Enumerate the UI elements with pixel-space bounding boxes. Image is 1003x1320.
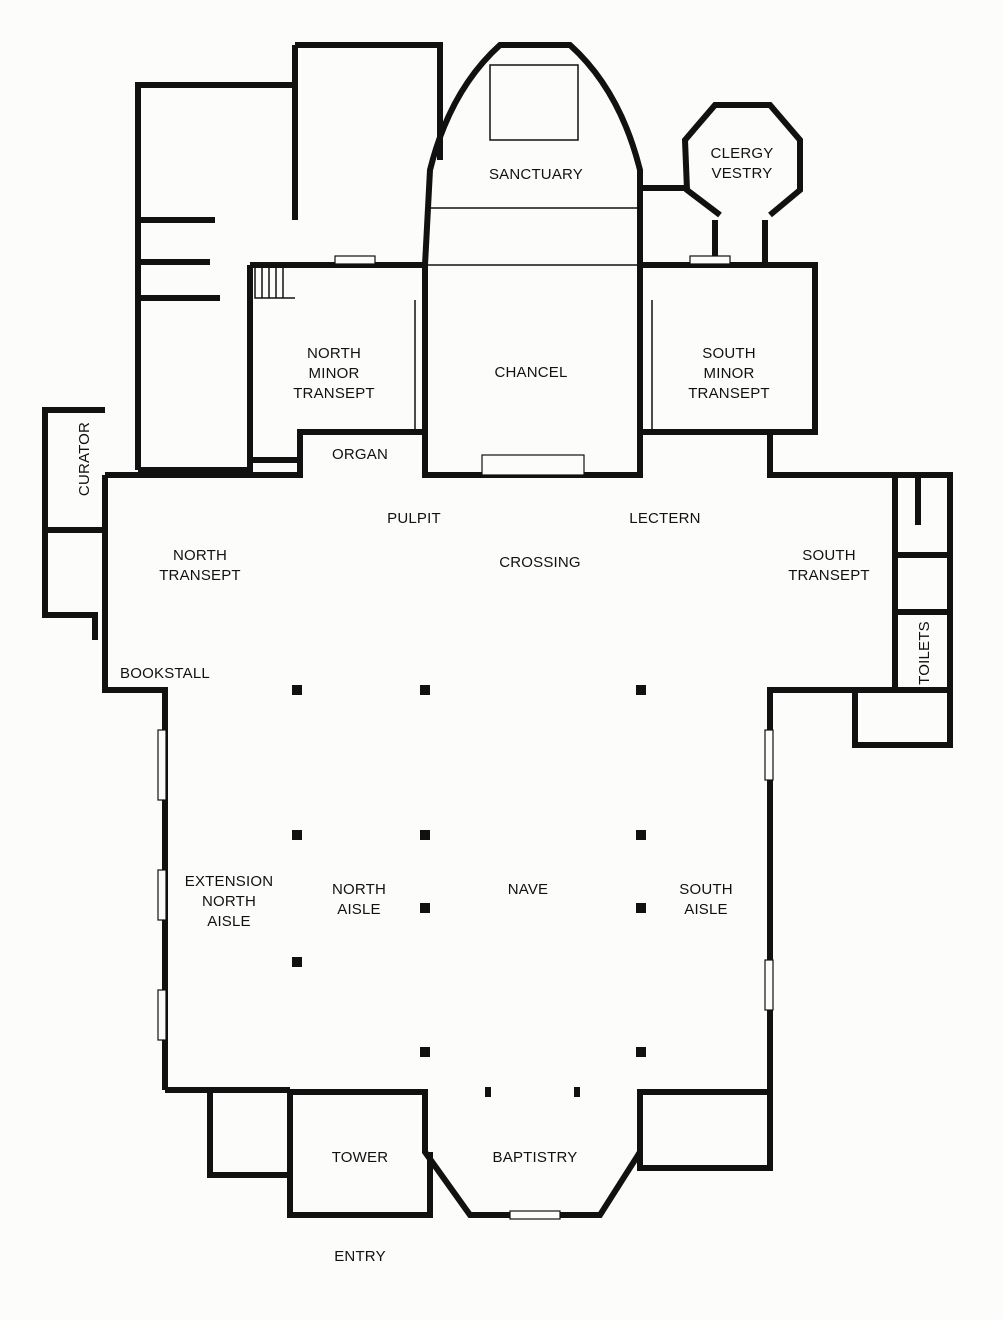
column — [292, 685, 302, 695]
label-sanctuary: SANCTUARY — [489, 166, 583, 183]
label-north-transept: NORTH — [173, 547, 227, 564]
column — [420, 830, 430, 840]
column — [636, 685, 646, 695]
south-porch — [637, 1092, 773, 1171]
label-extension-north-aisle: AISLE — [207, 913, 251, 930]
window — [764, 959, 774, 1011]
label-north-minor-transept: MINOR — [309, 365, 360, 382]
window — [689, 255, 731, 265]
label-baptistry: BAPTISTRY — [493, 1149, 578, 1166]
window — [157, 989, 167, 1041]
column — [636, 830, 646, 840]
label-extension-north-aisle: NORTH — [202, 893, 256, 910]
label-organ: ORGAN — [332, 446, 388, 463]
sanctuary-apse — [422, 42, 643, 266]
column — [636, 1047, 646, 1057]
label-north-minor-transept: NORTH — [307, 345, 361, 362]
label-north-minor-transept: TRANSEPT — [293, 385, 375, 402]
label-south-aisle: AISLE — [684, 901, 728, 918]
north-annex — [135, 42, 443, 473]
column — [292, 830, 302, 840]
toilets-annex — [852, 472, 953, 748]
label-clergy-vestry: VESTRY — [712, 165, 773, 182]
label-chancel: CHANCEL — [494, 364, 567, 381]
label-pulpit: PULPIT — [387, 510, 441, 527]
label-south-transept: SOUTH — [802, 547, 856, 564]
walls — [42, 42, 953, 1220]
chancel-lines — [414, 207, 653, 432]
label-nave: NAVE — [508, 881, 549, 898]
columns — [292, 685, 646, 1097]
column — [420, 903, 430, 913]
label-bookstall: BOOKSTALL — [120, 665, 210, 682]
column — [636, 903, 646, 913]
label-clergy-vestry: CLERGY — [711, 145, 774, 162]
label-north-transept: TRANSEPT — [159, 567, 241, 584]
label-lectern: LECTERN — [629, 510, 700, 527]
chancel-walls — [247, 262, 818, 463]
stair — [254, 265, 295, 299]
label-toilets: TOILETS — [916, 621, 933, 685]
label-tower: TOWER — [332, 1149, 389, 1166]
label-south-minor-transept: TRANSEPT — [688, 385, 770, 402]
clergy-vestry-walls — [640, 102, 803, 262]
label-crossing: CROSSING — [499, 554, 581, 571]
label-south-minor-transept: SOUTH — [702, 345, 756, 362]
column — [420, 685, 430, 695]
label-south-aisle: SOUTH — [679, 881, 733, 898]
label-curator: CURATOR — [76, 422, 93, 496]
column — [292, 957, 302, 967]
curator-walls — [42, 407, 105, 640]
label-entry: ENTRY — [334, 1248, 386, 1265]
label-north-aisle: AISLE — [337, 901, 381, 918]
altar-rail — [481, 454, 585, 476]
room-labels: SANCTUARY CLERGY VESTRY NORTH MINOR TRAN… — [76, 145, 933, 1265]
window — [764, 729, 774, 781]
window — [157, 869, 167, 921]
label-south-transept: TRANSEPT — [788, 567, 870, 584]
label-south-minor-transept: MINOR — [704, 365, 755, 382]
label-north-aisle: NORTH — [332, 881, 386, 898]
column — [420, 1047, 430, 1057]
altar — [489, 64, 579, 141]
column — [485, 1087, 491, 1097]
north-porch — [207, 1090, 290, 1178]
column — [574, 1087, 580, 1097]
window — [509, 1210, 561, 1220]
label-extension-north-aisle: EXTENSION — [185, 873, 273, 890]
window — [334, 255, 376, 265]
window — [157, 729, 167, 801]
